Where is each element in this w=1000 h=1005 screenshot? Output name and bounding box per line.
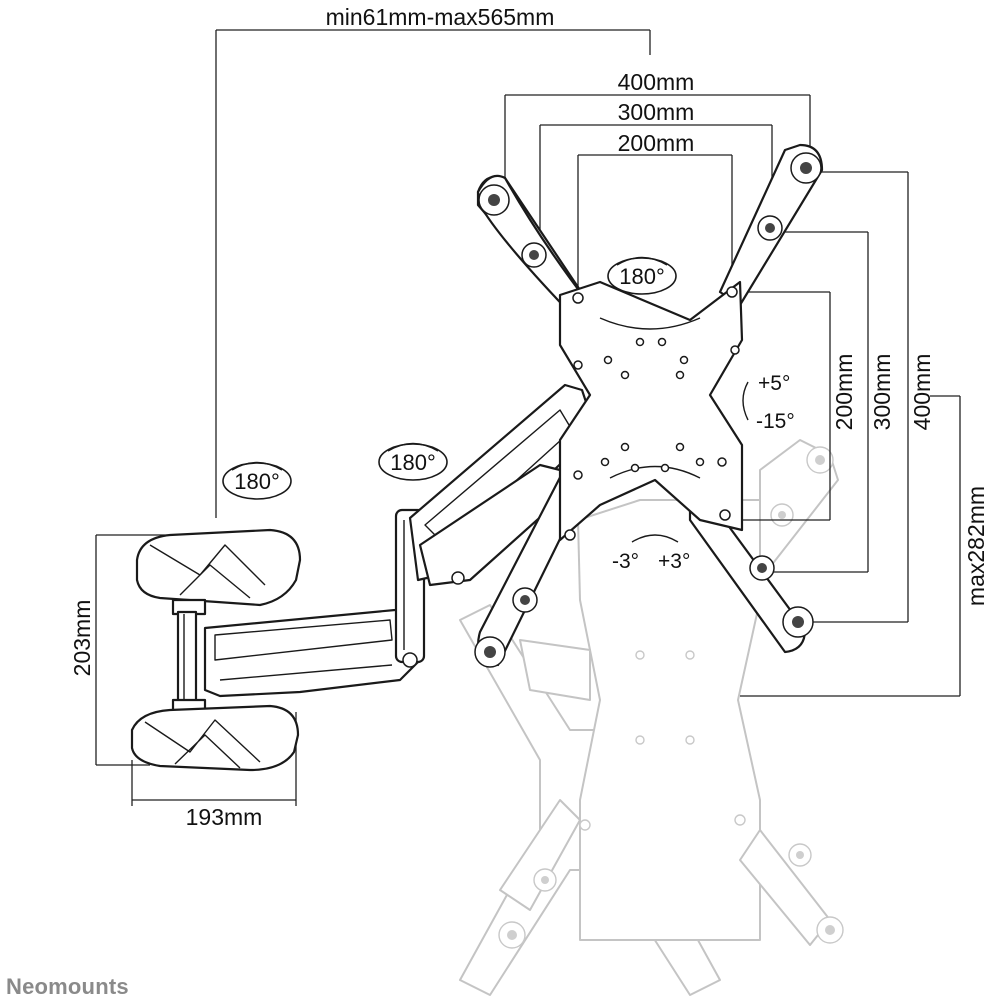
wall-plate bbox=[130, 528, 302, 772]
vesa-width-200-label: 200mm bbox=[618, 130, 695, 156]
tilt-up-label: +5° bbox=[758, 372, 790, 395]
arm-swivel-indicator: 180° bbox=[378, 442, 448, 481]
vesa-height-400-label: 400mm bbox=[909, 354, 935, 431]
arm-swivel-label: 180° bbox=[390, 450, 436, 475]
vesa-mount-holes bbox=[474, 152, 822, 668]
screen-swivel-label: 180° bbox=[619, 264, 665, 289]
wall-swivel-label: 180° bbox=[234, 469, 280, 494]
dimension-lines bbox=[95, 29, 961, 806]
roll-right-label: +3° bbox=[658, 550, 690, 573]
wall-plate-height-label: 203mm bbox=[69, 600, 95, 677]
lower-arm bbox=[203, 598, 422, 698]
screen-swivel-indicator: 180° bbox=[607, 256, 677, 295]
wall-plate-width-label: 193mm bbox=[186, 804, 263, 830]
roll-left-label: -3° bbox=[612, 550, 639, 573]
vesa-height-200-label: 200mm bbox=[831, 354, 857, 431]
max-height-shift-label: max282mm bbox=[963, 486, 989, 606]
vesa-width-400-label: 400mm bbox=[618, 69, 695, 95]
vesa-bracket bbox=[474, 143, 824, 668]
ghost-mount-position bbox=[459, 439, 844, 996]
vesa-height-300-label: 300mm bbox=[869, 354, 895, 431]
tilt-down-label: -15° bbox=[756, 410, 795, 433]
arm-extension-label: min61mm-max565mm bbox=[326, 4, 555, 30]
vesa-width-300-label: 300mm bbox=[618, 99, 695, 125]
brand-logo: Neomounts bbox=[6, 974, 129, 999]
dimension-labels: min61mm-max565mm 400mm 300mm 200mm 200mm… bbox=[69, 4, 989, 830]
tilt-indicator: +5° -15° bbox=[742, 372, 795, 433]
roll-indicator: -3° +3° bbox=[612, 534, 690, 573]
wall-swivel-indicator: 180° bbox=[222, 461, 292, 500]
